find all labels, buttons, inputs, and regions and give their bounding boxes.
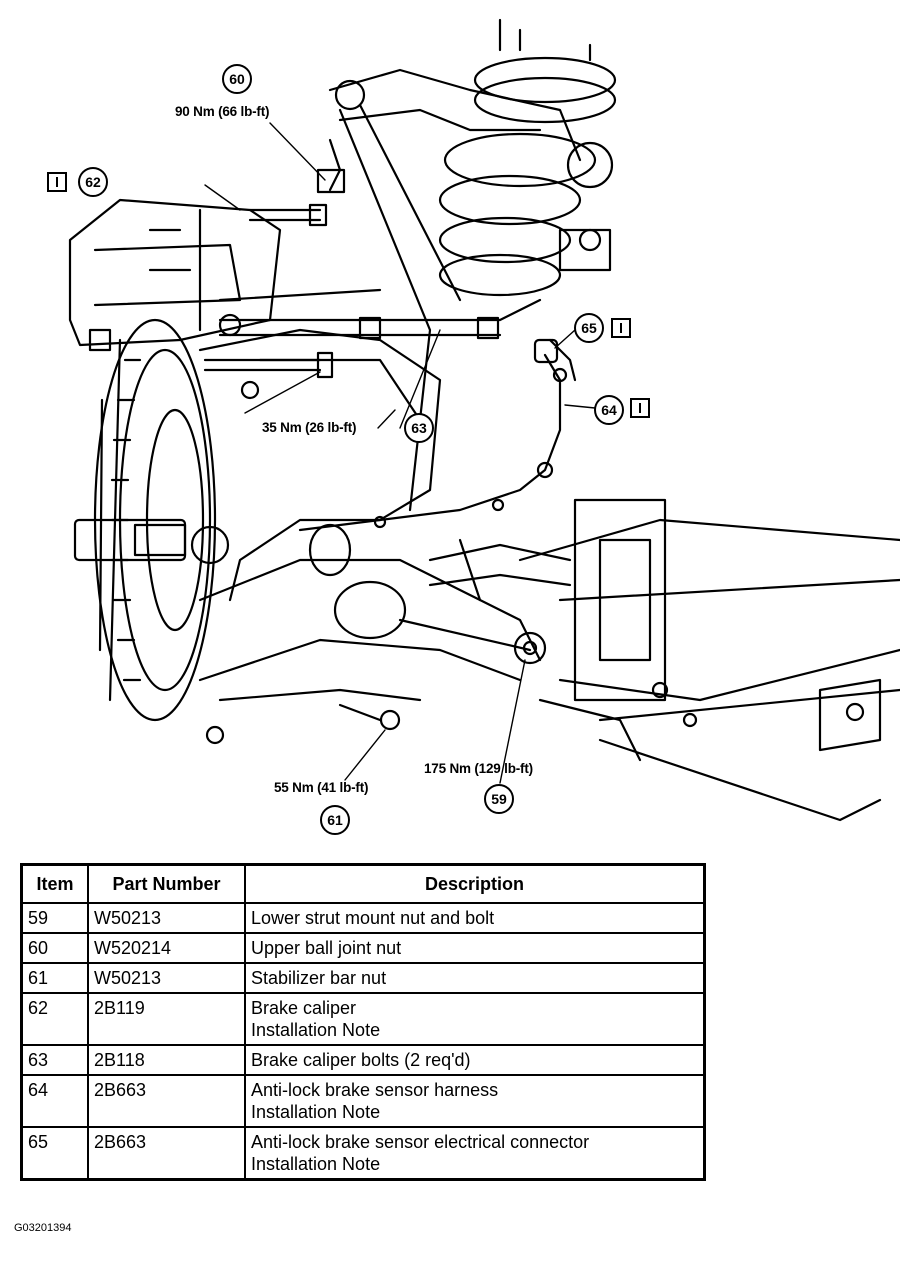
cell-item: 62 bbox=[20, 992, 89, 1046]
hub bbox=[73, 518, 230, 565]
figure-id: G03201394 bbox=[14, 1222, 72, 1234]
stabilizer-bar bbox=[428, 538, 572, 602]
table-header-row: Item Part Number Description bbox=[20, 863, 706, 904]
leader-lines bbox=[204, 122, 596, 784]
torque-label-61: 55 Nm (41 lb-ft) bbox=[274, 780, 369, 795]
lower-control-arm bbox=[198, 523, 547, 745]
upper-control-arm bbox=[316, 68, 582, 194]
callout-61: 61 bbox=[320, 805, 350, 835]
callout-63: 63 bbox=[404, 413, 434, 443]
cell-description: Upper ball joint nut bbox=[244, 932, 706, 964]
description-text: Upper ball joint nut bbox=[251, 938, 402, 958]
description-text: Brake caliper bbox=[251, 998, 357, 1018]
brake-caliper bbox=[68, 198, 282, 352]
cell-description: Stabilizer bar nut bbox=[244, 962, 706, 994]
cell-item: 60 bbox=[20, 932, 89, 964]
coil-spring bbox=[438, 18, 617, 297]
installation-note-link[interactable]: Installation Note bbox=[251, 1020, 381, 1040]
torque-label-59: 175 Nm (129 lb-ft) bbox=[424, 761, 533, 776]
installation-note-link[interactable]: Installation Note bbox=[251, 1154, 381, 1174]
description-text: Anti-lock brake sensor harness bbox=[251, 1080, 499, 1100]
cell-part-number: 2B663 bbox=[87, 1126, 246, 1181]
cell-description: Anti-lock brake sensor electrical connec… bbox=[244, 1126, 706, 1181]
cell-item: 63 bbox=[20, 1044, 89, 1076]
cell-part-number: W520214 bbox=[87, 932, 246, 964]
description-text: Anti-lock brake sensor electrical connec… bbox=[251, 1132, 590, 1152]
cell-part-number: 2B119 bbox=[87, 992, 246, 1046]
steering-knuckle bbox=[198, 103, 462, 602]
caliper-bolt bbox=[203, 203, 334, 379]
abs-harness bbox=[298, 338, 577, 532]
info-box-icon bbox=[47, 172, 67, 192]
installation-note-link[interactable]: Installation Note bbox=[251, 1102, 381, 1122]
callout-62: 62 bbox=[78, 167, 108, 197]
callout-65: 65 bbox=[574, 313, 604, 343]
cell-item: 59 bbox=[20, 902, 89, 934]
cell-part-number: W50213 bbox=[87, 902, 246, 934]
suspension-diagram bbox=[68, 18, 900, 822]
description-text: Lower strut mount nut and bolt bbox=[251, 908, 495, 928]
tie-rod bbox=[218, 298, 542, 340]
header-part-number: Part Number bbox=[87, 863, 246, 904]
description-text: Brake caliper bolts (2 req'd) bbox=[251, 1050, 471, 1070]
info-box-icon bbox=[611, 318, 631, 338]
cell-part-number: 2B663 bbox=[87, 1074, 246, 1128]
torque-label-60: 90 Nm (66 lb-ft) bbox=[175, 104, 270, 119]
torque-label-63: 35 Nm (26 lb-ft) bbox=[262, 420, 357, 435]
header-description: Description bbox=[244, 863, 706, 904]
info-box-icon bbox=[630, 398, 650, 418]
cell-part-number: 2B118 bbox=[87, 1044, 246, 1076]
cell-item: 64 bbox=[20, 1074, 89, 1128]
cell-description: Brake caliper bolts (2 req'd) bbox=[244, 1044, 706, 1076]
cell-item: 65 bbox=[20, 1126, 89, 1181]
callout-59: 59 bbox=[484, 784, 514, 814]
cell-description: Lower strut mount nut and bolt bbox=[244, 902, 706, 934]
callout-64: 64 bbox=[594, 395, 624, 425]
frame-rail bbox=[518, 498, 900, 822]
header-item: Item bbox=[20, 863, 89, 904]
description-text: Stabilizer bar nut bbox=[251, 968, 387, 988]
cell-item: 61 bbox=[20, 962, 89, 994]
brake-rotor bbox=[93, 318, 217, 722]
callout-60: 60 bbox=[222, 64, 252, 94]
cell-part-number: W50213 bbox=[87, 962, 246, 994]
